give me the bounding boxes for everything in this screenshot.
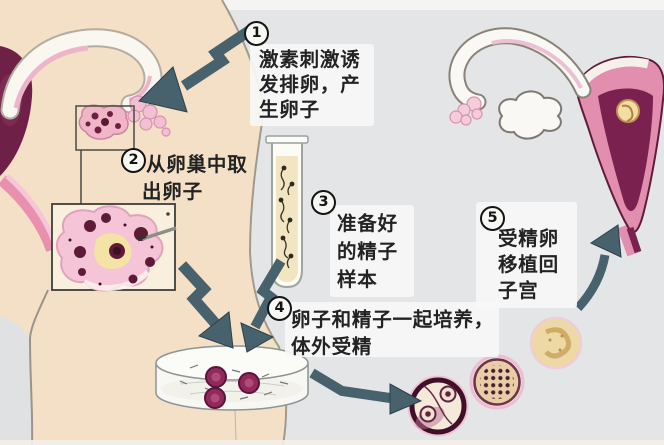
- step-1-line-1: 激素刺激诱: [259, 48, 361, 71]
- step-4-badge: 4: [267, 296, 292, 321]
- arrow-ovary-to-dish: [177, 261, 234, 349]
- retrieval-needle: [141, 226, 177, 241]
- step-5-label: 受精卵 移植回 子宫: [498, 226, 559, 304]
- step-1-label: 激素刺激诱 发排卵，产 生卵子: [259, 47, 361, 122]
- step-3-textbox: [330, 205, 414, 297]
- step-2-line-1: 从卵巢中取: [146, 153, 248, 176]
- ovary-right: [498, 90, 563, 140]
- step-1-line-3: 生卵子: [259, 98, 320, 121]
- culture-petri-dish: [155, 345, 309, 411]
- arrow-tube-to-dish: [240, 258, 286, 353]
- flow-arrows: [138, 24, 622, 415]
- arrow-blastocyst-to-uterus: [574, 224, 622, 312]
- fimbria-right: [449, 96, 483, 126]
- step-3-line-1: 准备好: [337, 212, 398, 235]
- step-5-line-1: 受精卵: [498, 227, 559, 250]
- ovary-highlight-box: [75, 105, 135, 151]
- body-outline-curve: [0, 175, 58, 253]
- sperm-sample-test-tube: [265, 135, 309, 289]
- step-1-textbox: [250, 44, 374, 126]
- fallopian-tube-right: [448, 27, 592, 111]
- step-4-label: 卵子和精子一起培养， 体外受精: [291, 306, 494, 360]
- step-2-line-2: 出卵子: [142, 180, 203, 203]
- fertilized-egg-zygote: [407, 375, 469, 437]
- step-3-line-2: 的精子: [337, 240, 398, 263]
- step-5-badge: 5: [480, 206, 505, 231]
- ovary-closeup-box: [51, 203, 177, 292]
- step-5-line-2: 移植回: [498, 253, 559, 276]
- step-3-label: 准备好 的精子 样本: [337, 210, 398, 294]
- step-4-line-1: 卵子和精子一起培养，: [291, 308, 495, 331]
- step-1-line-2: 发排卵，产: [259, 73, 361, 96]
- eggs-in-dish: [204, 366, 260, 409]
- step-3-badge: 3: [311, 190, 336, 215]
- arrow-dish-to-zygote: [309, 368, 423, 415]
- step-4-textbox: [285, 302, 499, 357]
- step-2-badge: 2: [121, 148, 146, 173]
- ovary: [78, 104, 129, 140]
- step-1-badge: 1: [244, 21, 269, 46]
- step-3-line-3: 样本: [337, 268, 378, 291]
- step-5-line-3: 子宫: [498, 279, 539, 302]
- uterine-cavity: [598, 88, 653, 211]
- female-anatomy-illustration: [0, 28, 171, 253]
- implanted-embryo: [616, 99, 640, 123]
- arrow-step1-to-ovary: [138, 24, 256, 113]
- step-4-line-2: 体外受精: [291, 335, 373, 358]
- blastocyst-embryo: [529, 316, 583, 370]
- uterus-implantation-illustration: [448, 27, 664, 257]
- morula-embryo: [469, 354, 525, 410]
